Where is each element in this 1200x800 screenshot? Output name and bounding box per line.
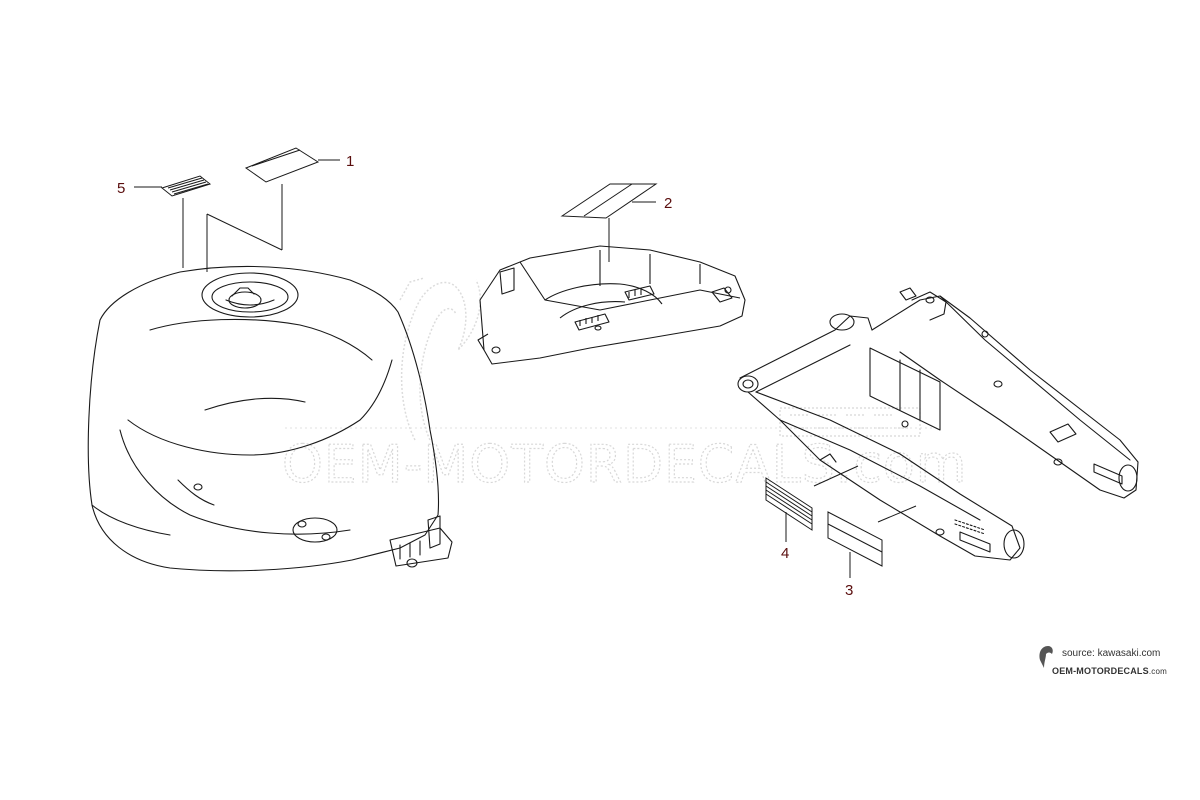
callout-label-3: 3: [845, 582, 853, 599]
callout-label-5: 5: [117, 180, 125, 197]
callout-label-2: 2: [664, 195, 672, 212]
watermark-horse-logo: [399, 277, 482, 441]
decal-1: [244, 147, 320, 183]
credit-suffix: .com: [1148, 667, 1167, 676]
decal-2: [560, 183, 658, 262]
fuel-tank: [87, 265, 453, 572]
swingarm: [737, 287, 1139, 561]
callout-2: 2: [632, 195, 672, 212]
decal-5: [160, 175, 212, 197]
watermark: OEM-MOTORDECALS.com: [281, 277, 967, 496]
credit-main: OEM-MOTORDECALS: [1052, 666, 1149, 676]
footer-horse-logo: [1039, 646, 1053, 668]
watermark-text: OEM-MOTORDECALS.com: [282, 435, 967, 495]
tank-leader-lines: [182, 184, 283, 272]
callout-1: 1: [318, 153, 354, 170]
callout-3: 3: [845, 582, 853, 599]
credit-caption: OEM-MOTORDECALS.com: [1052, 666, 1167, 676]
watermark-emblem: [779, 407, 921, 437]
source-caption: source: kawasaki.com: [1062, 648, 1161, 659]
callout-4: 4: [781, 545, 789, 562]
callout-label-4: 4: [781, 545, 789, 562]
callout-label-1: 1: [346, 153, 354, 170]
decal-3: [827, 505, 917, 578]
seat-cowl-part: [477, 245, 746, 365]
callout-5: 5: [117, 180, 162, 197]
decal-4: [765, 465, 859, 542]
